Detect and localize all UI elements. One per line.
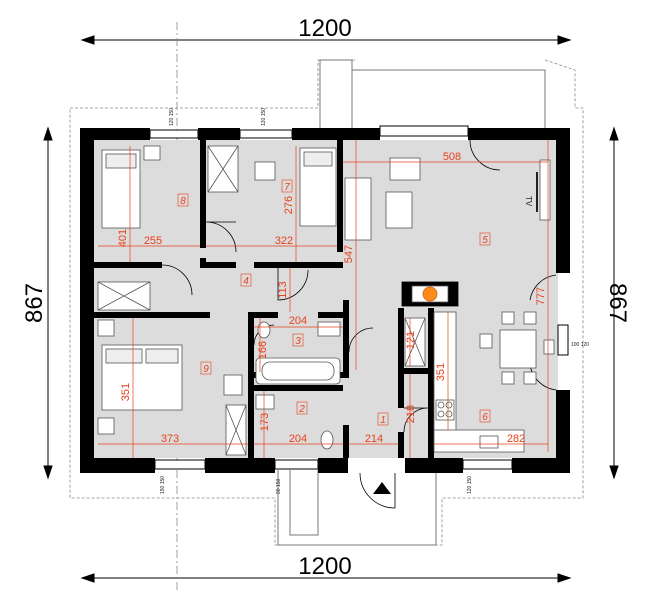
top-width-label: 1200 xyxy=(298,15,351,42)
svg-text:4: 4 xyxy=(243,276,249,287)
dim-r5-h2: 777 xyxy=(535,287,547,305)
window-label-entry: 90 150 xyxy=(276,478,282,494)
armchair xyxy=(389,157,421,181)
terrace-outlines xyxy=(277,59,546,546)
room-numbers: 1 2 3 4 5 6 7 8 9 xyxy=(177,179,491,426)
room-dimension-numbers: 255 401 322 276 508 547 777 113 204 166 … xyxy=(117,151,547,445)
door-swings xyxy=(161,139,557,509)
dim-r8-h: 401 xyxy=(117,229,129,247)
outer-walls xyxy=(80,128,570,473)
room-number-2: 2 xyxy=(296,401,308,415)
window-label-bed7: 120 150 xyxy=(261,108,267,126)
entrance-arrow xyxy=(373,482,391,494)
bottom-width-label: 1200 xyxy=(298,553,351,580)
desk-room7 xyxy=(254,161,276,181)
dim-r9-w: 373 xyxy=(161,433,179,445)
room-number-8: 8 xyxy=(177,193,189,207)
outer-dimensions xyxy=(43,35,619,583)
left-depth-label: 867 xyxy=(21,283,48,323)
dim-r1-w: 214 xyxy=(365,433,383,445)
dim-r3-w: 204 xyxy=(289,315,307,327)
sink-bath xyxy=(317,321,341,337)
right-depth-label: 867 xyxy=(604,283,631,323)
svg-text:3: 3 xyxy=(295,336,301,347)
dim-r7-h: 276 xyxy=(283,196,295,214)
dim-r3-h: 166 xyxy=(257,341,269,359)
window-label-kitchen: 120 150 xyxy=(467,476,473,494)
dim-r6-h: 351 xyxy=(435,363,447,381)
svg-text:5: 5 xyxy=(482,235,488,246)
tv-unit xyxy=(539,159,551,221)
svg-text:2: 2 xyxy=(298,404,305,415)
dim-r4-h: 113 xyxy=(277,281,289,299)
dim-r1-h: 218 xyxy=(405,405,417,423)
window-label-bed9: 150 150 xyxy=(160,476,166,494)
dim-r2-h: 173 xyxy=(259,413,271,431)
window-label-dining: 100 120 xyxy=(571,342,589,348)
svg-text:6: 6 xyxy=(482,412,488,423)
dim-r8-w: 255 xyxy=(144,235,162,247)
svg-text:8: 8 xyxy=(180,196,186,207)
window-label-bed8: 120 150 xyxy=(169,108,175,126)
toilet-bath xyxy=(257,321,271,339)
windows xyxy=(149,125,569,470)
svg-text:7: 7 xyxy=(284,182,290,193)
furniture xyxy=(97,145,555,456)
room-number-3: 3 xyxy=(292,333,304,347)
room-dimension-lines xyxy=(98,140,549,458)
room-number-1: 1 xyxy=(377,412,389,426)
room-number-4: 4 xyxy=(240,273,252,287)
dim-r7-w: 322 xyxy=(275,235,293,247)
coffee-table xyxy=(385,191,413,229)
fireplace-flame xyxy=(422,286,438,302)
room-number-9: 9 xyxy=(200,361,212,375)
dim-r2-w: 204 xyxy=(289,433,307,445)
room-number-6: 6 xyxy=(479,409,491,423)
sofa xyxy=(344,177,372,241)
tv-label: TV xyxy=(524,196,533,207)
svg-text:9: 9 xyxy=(203,364,209,375)
toilet-wc xyxy=(320,430,334,450)
dim-hall-h: 121 xyxy=(405,331,417,349)
dim-r9-h: 351 xyxy=(120,383,132,401)
svg-text:1: 1 xyxy=(380,415,386,426)
dim-r5-w: 508 xyxy=(443,151,461,163)
dim-r6-w: 282 xyxy=(507,433,525,445)
room-number-7: 7 xyxy=(281,179,293,193)
dining-table xyxy=(499,329,537,369)
room-number-5: 5 xyxy=(479,232,491,246)
window-size-labels: 120 150 120 150 150 150 90 150 120 150 1… xyxy=(160,108,589,494)
dim-r5-h: 547 xyxy=(343,245,355,263)
